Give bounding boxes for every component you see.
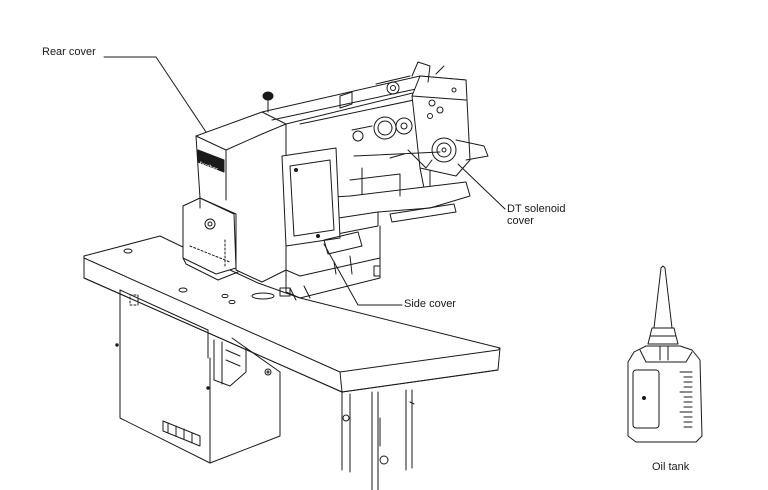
oil-tank-label: Oil tank <box>652 461 690 473</box>
dt-solenoid-cover-label-line1: DT solenoid <box>507 203 566 215</box>
leader-lines <box>103 56 506 306</box>
leader-dt-solenoid <box>457 163 506 210</box>
dt-solenoid-cover-label-line2: cover <box>507 215 534 227</box>
leader-rear-cover <box>103 56 207 133</box>
rear-cover-label: Rear cover <box>42 46 96 58</box>
sewing-machine: brother <box>182 61 489 301</box>
oil-tank <box>627 265 703 443</box>
side-cover-label: Side cover <box>404 298 456 310</box>
leader-side-cover <box>323 243 403 306</box>
table <box>83 235 501 490</box>
